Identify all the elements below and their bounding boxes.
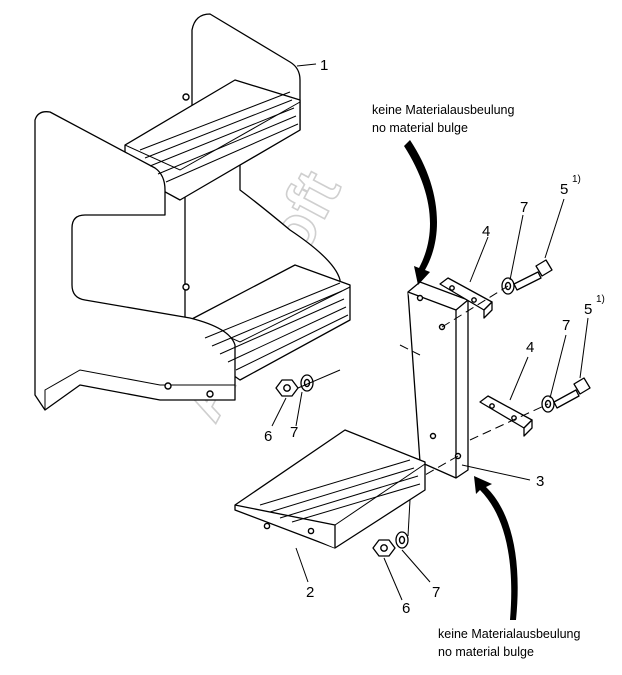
callout-bolt-upper-note: 1) xyxy=(572,174,581,185)
nut-washer-lower xyxy=(372,499,411,557)
callout-lower-step: 2 xyxy=(306,584,314,601)
arrow-top xyxy=(404,140,437,285)
assembly-axes xyxy=(399,285,549,476)
callout-bolt-lower: 5 xyxy=(584,301,592,318)
bolt-washer-lower xyxy=(541,377,591,413)
callout-bolt-upper: 5 xyxy=(560,181,568,198)
callout-bolt-lower-note: 1) xyxy=(596,294,605,305)
arrow-bottom xyxy=(474,476,518,620)
bracket-lower xyxy=(479,395,533,437)
callout-frame: 1 xyxy=(320,57,328,74)
mounting-plate xyxy=(407,281,469,479)
note-bottom-german: keine Materialausbeulung xyxy=(438,627,581,641)
note-top-english: no material bulge xyxy=(372,121,468,135)
callout-bracket-lower: 4 xyxy=(526,339,534,356)
bracket-upper xyxy=(439,277,493,319)
note-top-german: keine Materialausbeulung xyxy=(372,103,515,117)
callout-washer-lower-right: 7 xyxy=(562,317,570,334)
callout-bracket-upper: 4 xyxy=(482,223,490,240)
callout-plate: 3 xyxy=(536,473,544,490)
leader-lines xyxy=(271,63,589,601)
lower-step xyxy=(234,429,426,549)
nut-washer-upper xyxy=(275,369,341,397)
callout-washer-upper-right: 7 xyxy=(520,199,528,216)
bolt-washer-upper xyxy=(501,259,553,295)
callout-washer-lower-left: 7 xyxy=(432,584,440,601)
callout-nut-upper: 6 xyxy=(264,428,272,445)
callout-nut-lower: 6 xyxy=(402,600,410,617)
step-frame xyxy=(34,13,351,411)
note-bottom-english: no material bulge xyxy=(438,645,534,659)
callout-washer-upper-left: 7 xyxy=(290,424,298,441)
